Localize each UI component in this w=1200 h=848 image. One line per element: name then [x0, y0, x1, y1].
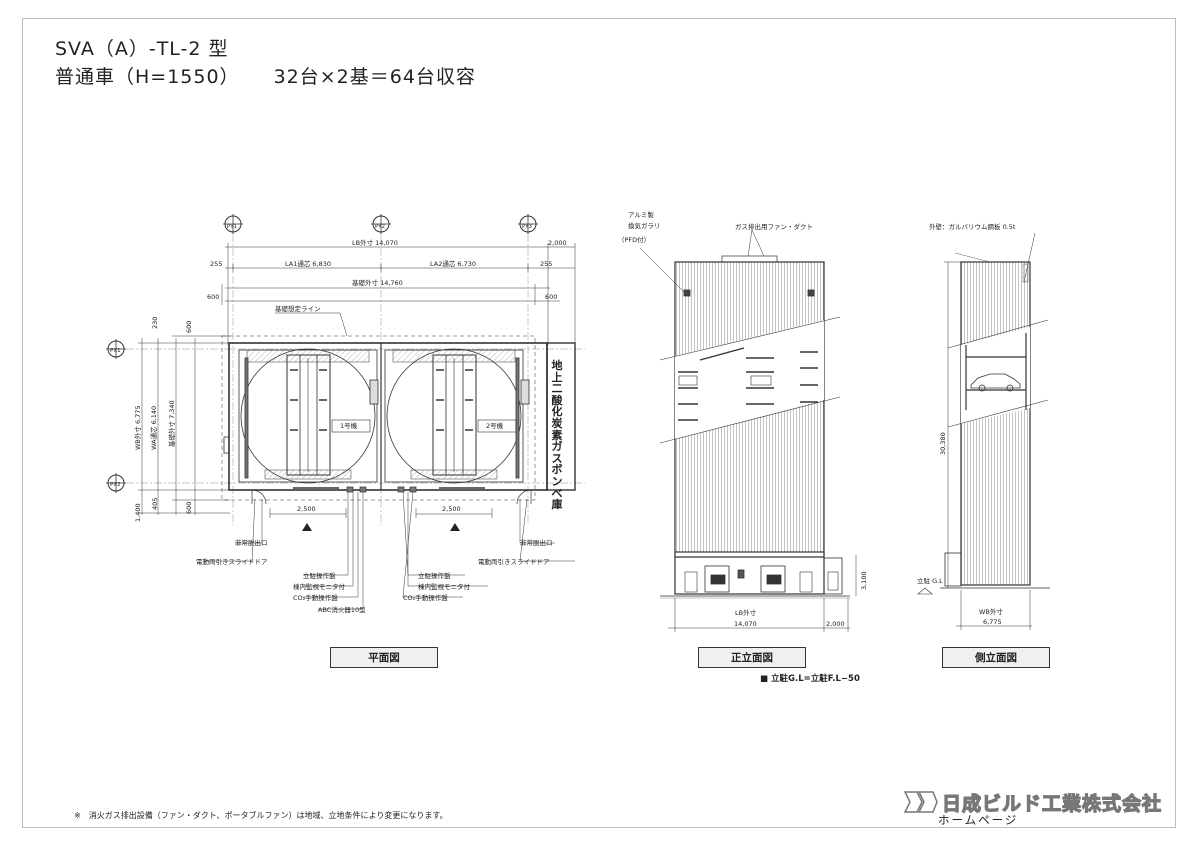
- dim-la2: LA2通芯 6,730: [430, 259, 476, 268]
- louver-label-1: アルミ製: [628, 210, 654, 219]
- foundation-line-label: 基礎想定ライン: [275, 304, 321, 313]
- homepage-label: ホームページ: [938, 813, 1019, 827]
- dim-wa-center: WA通芯 6,140: [149, 406, 158, 450]
- axis-px2-label: PX2: [110, 482, 121, 488]
- monitor-right-label: 棟内監視モニタ付: [418, 582, 471, 591]
- footnote: ※ 消火ガス排出設備（ファン・ダクト、ポータブルファン）は地域、立地条件により変…: [74, 811, 448, 820]
- unit1-label: 1号機: [340, 421, 358, 430]
- front-elevation: [639, 229, 857, 632]
- dim-2500-left: 2,500: [297, 505, 316, 513]
- co2-right-label: CO₂手動操作盤: [403, 593, 448, 602]
- dim-foundation-width: 基礎外寸 14,760: [352, 278, 403, 287]
- side-dim-wb-label: WB外寸: [979, 607, 1003, 616]
- axis-py2-label: PY2: [375, 224, 385, 230]
- unit1-plan: [238, 348, 379, 484]
- louver-label-2: 換気ガラリ: [628, 221, 661, 230]
- exit-right-label: 非常脱出口: [520, 538, 553, 547]
- side-caption: 側立面図: [942, 647, 1050, 668]
- dim-2000: 2,000: [548, 239, 567, 247]
- side-gl-label: 立駐 G.L: [917, 576, 943, 585]
- company-logo-link[interactable]: 日成ビルド工業株式会社 ホームページ: [902, 788, 1164, 827]
- dim-2500-right: 2,500: [442, 505, 461, 513]
- door-right-label: 電動両引きスライドドア: [478, 557, 550, 566]
- plan-view: [106, 214, 585, 610]
- axis-px1-label: PX1: [110, 348, 121, 354]
- dim-600-top: 600: [185, 321, 193, 333]
- co2-left-label: CO₂手動操作盤: [293, 593, 338, 602]
- company-name: 日成ビルド工業株式会社: [941, 792, 1163, 815]
- exit-left-label: 非常脱出口: [235, 538, 268, 547]
- axis-px1-bubble: [106, 339, 126, 359]
- side-dim-wb-value: 6,775: [983, 618, 1002, 626]
- dim-600-right: 600: [545, 293, 557, 301]
- company-mark-icon: [903, 791, 938, 813]
- door-left-label: 電動両引きスライドドア: [196, 557, 268, 566]
- dim-405: 405: [151, 498, 159, 510]
- gl-note: ■ 立駐G.L=立駐F.L−50: [760, 674, 860, 684]
- monitor-left-label: 棟内監視モニタ付: [293, 582, 346, 591]
- unit2-label: 2号機: [486, 421, 504, 430]
- capacity: 32台×2基＝64台収容: [273, 66, 476, 88]
- dim-lb-outer: LB外寸 14,070: [352, 238, 398, 247]
- fan-duct-label: ガス排出用ファン・ダクト: [735, 222, 813, 231]
- abc-extinguisher-label: ABC消火器10型: [318, 605, 366, 614]
- axis-px2-bubble: [106, 473, 126, 493]
- axis-py1-label: PY1: [227, 224, 237, 230]
- axis-py3-label: PY3: [522, 224, 533, 230]
- dim-230: 230: [151, 317, 159, 329]
- side-elevation: [917, 232, 1050, 630]
- axis-py1-bubble: [223, 214, 243, 234]
- side-dim-height: 30,380: [939, 432, 947, 455]
- panel-right-label: 立駐操作盤: [418, 571, 451, 580]
- front-caption: 正立面図: [698, 647, 806, 668]
- unit2-plan: [384, 348, 530, 484]
- axis-py3-bubble: [518, 214, 538, 234]
- dim-la1: LA1通芯 6,830: [285, 259, 331, 268]
- dim-foundation-depth: 基礎外寸 7,340: [167, 400, 176, 447]
- dim-1400: 1,400: [134, 503, 142, 522]
- axis-py2-bubble: [371, 214, 391, 234]
- dim-wb-outer: WB外寸 6,775: [133, 405, 142, 450]
- drawing-title: SVA（A）-TL-2 型: [55, 38, 229, 60]
- dim-255-right: 255: [540, 260, 552, 268]
- co2-storage-label: 地上二酸化炭素ガスボンベ庫: [551, 359, 563, 512]
- front-dim-3100: 3,100: [860, 571, 868, 590]
- front-dim-2000: 2,000: [826, 620, 845, 628]
- front-dim-lb-value: 14,070: [734, 620, 757, 628]
- panel-left-label: 立駐操作盤: [303, 571, 336, 580]
- front-dim-lb-label: LB外寸: [735, 608, 757, 617]
- plan-caption: 平面図: [330, 647, 438, 668]
- drawing-frame: [22, 18, 1176, 828]
- exterior-wall-label: 外壁：ガルバリウム鋼板 0.5t: [929, 222, 1016, 231]
- dim-255-left: 255: [210, 260, 222, 268]
- dim-600-left: 600: [207, 293, 219, 301]
- louver-label-3: （PFD付）: [618, 235, 650, 244]
- dim-600-bottom: 600: [185, 502, 193, 514]
- drawing-subtitle: 普通車（H=1550） 32台×2基＝64台収容: [55, 62, 476, 89]
- vehicle-type: 普通車（H=1550）: [55, 66, 240, 88]
